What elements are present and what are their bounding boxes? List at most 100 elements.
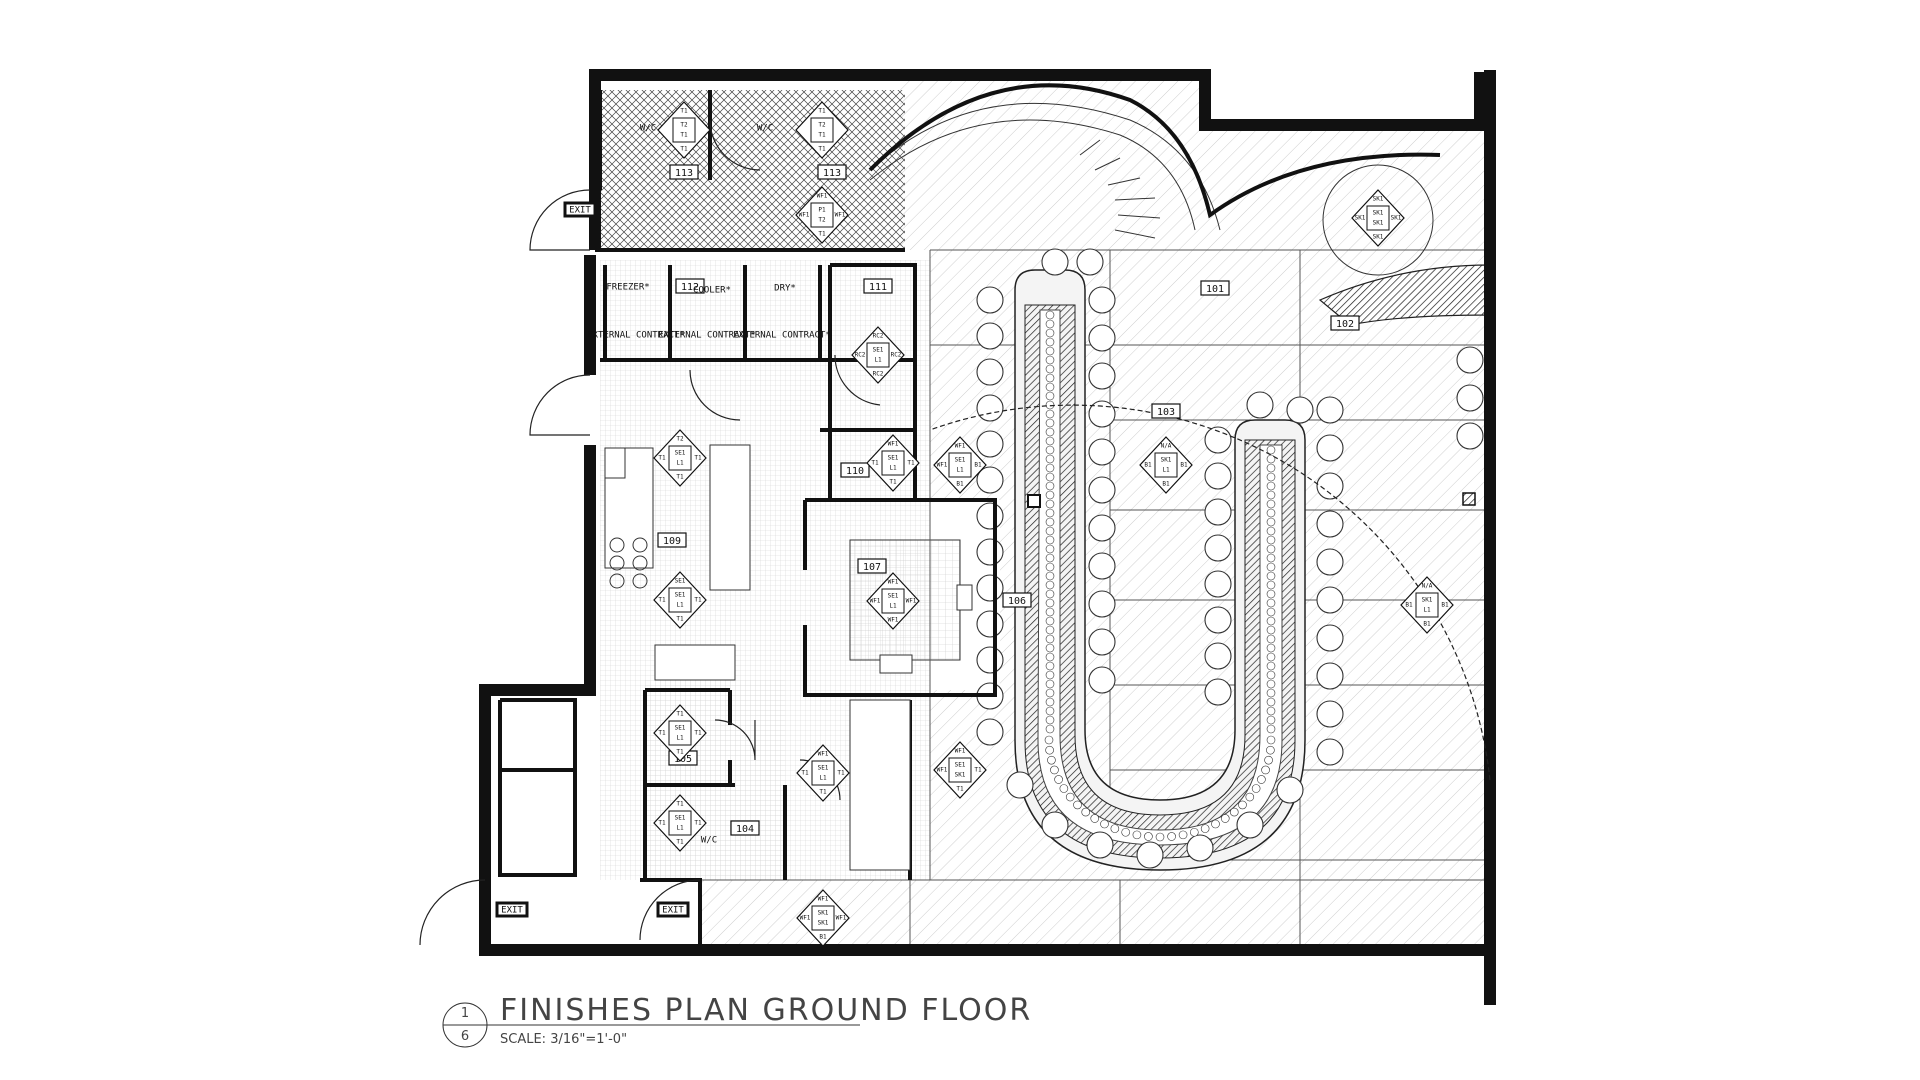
- finish-code: T1: [871, 460, 879, 467]
- finish-code: SE1: [675, 450, 686, 457]
- wc-label-3: W/C: [701, 836, 717, 846]
- finish-code: B1: [956, 481, 964, 488]
- bar-stool: [976, 646, 1004, 674]
- finish-code: WF1: [800, 915, 811, 922]
- finish-code: SK1: [1161, 457, 1172, 464]
- room-tag-110: 110: [840, 462, 870, 478]
- bar-stool: [976, 718, 1004, 746]
- finish-code: L1: [676, 735, 684, 742]
- room-number: 105: [674, 754, 692, 765]
- finish-code: L1: [676, 460, 684, 467]
- bar-stool: [1316, 434, 1344, 462]
- bar-inlay-texture: [1044, 310, 1276, 842]
- bar-stool: [1316, 472, 1344, 500]
- bar-stool: [1041, 248, 1069, 276]
- finish-code: L1: [874, 357, 882, 364]
- finish-code: T1: [818, 231, 826, 238]
- finish-code: RC2: [855, 352, 866, 359]
- finish-code: WF1: [937, 767, 948, 774]
- room-number: 109: [663, 536, 681, 547]
- bar-stool: [1088, 666, 1116, 694]
- kitchen-equipment: [604, 444, 1476, 871]
- room-number: 111: [869, 282, 887, 293]
- finish-code: B1: [1441, 602, 1449, 609]
- room-number: 103: [1157, 407, 1175, 418]
- finish-code: SK1: [1373, 196, 1384, 203]
- room-number: 113: [675, 168, 693, 179]
- freezer-label: FREEZER*: [606, 283, 649, 293]
- finish-code: T1: [676, 616, 684, 623]
- finish-code: B1: [1180, 462, 1188, 469]
- finish-code: B1: [974, 462, 982, 469]
- finish-code: T1: [680, 132, 688, 139]
- bar-stool: [976, 322, 1004, 350]
- bar-stool: [976, 610, 1004, 638]
- finish-code: SK1: [1373, 210, 1384, 217]
- finish-code: SK1: [818, 920, 829, 927]
- room-tag-107: 107: [857, 558, 887, 574]
- room-number: 113: [823, 168, 841, 179]
- finish-code: L1: [889, 465, 897, 472]
- finish-code: N/A: [1161, 443, 1172, 450]
- bar-stool: [1286, 396, 1314, 424]
- finish-code: SE1: [675, 578, 686, 585]
- finish-code: WF1: [888, 441, 899, 448]
- finish-code: L1: [676, 825, 684, 832]
- bar-stool: [1186, 834, 1214, 862]
- finish-code: L1: [819, 775, 827, 782]
- bar-stool: [1041, 811, 1069, 839]
- finish-code: T1: [680, 146, 688, 153]
- finish-code: B1: [1405, 602, 1413, 609]
- finish-code: WF1: [955, 443, 966, 450]
- exit-label-3: EXIT: [662, 906, 684, 916]
- external-contract-label-1: EXTERNAL CONTRACT*: [587, 331, 685, 341]
- finish-code: SE1: [675, 592, 686, 599]
- finish-code: T1: [974, 767, 982, 774]
- external-contract-label-3: EXTERNAL CONTRACT*: [733, 331, 831, 341]
- room-tag-103: 103: [1151, 403, 1181, 419]
- finish-code: RC2: [891, 352, 902, 359]
- room-number: 110: [846, 466, 864, 477]
- bar-stool: [1316, 662, 1344, 690]
- bar-stool: [1316, 510, 1344, 538]
- bar-stool: [1316, 624, 1344, 652]
- bar-stool: [976, 466, 1004, 494]
- finish-code: SE1: [955, 457, 966, 464]
- finish-code: SK1: [1391, 215, 1402, 222]
- finish-code: SK1: [1422, 597, 1433, 604]
- bar-stool: [1204, 642, 1232, 670]
- finish-code: B1: [819, 934, 827, 941]
- finish-code: WF1: [818, 896, 829, 903]
- finish-code: T1: [801, 770, 809, 777]
- room-tag-102: 102: [1330, 315, 1360, 331]
- finish-code: T1: [676, 474, 684, 481]
- bar-stool: [1088, 400, 1116, 428]
- wc-label-1: W/C: [640, 124, 656, 134]
- bar-stool: [1316, 548, 1344, 576]
- room-tag-113: 113: [817, 164, 847, 180]
- room-number: 112: [681, 282, 699, 293]
- bar-stool: [1204, 498, 1232, 526]
- bar-stool: [976, 286, 1004, 314]
- finish-code: SE1: [888, 455, 899, 462]
- finish-code: L1: [889, 603, 897, 610]
- bar-stool: [1136, 841, 1164, 869]
- bar-stool: [1316, 586, 1344, 614]
- finish-code: SE1: [675, 815, 686, 822]
- title-block: 1 6 FINISHES PLAN GROUND FLOOR SCALE: 3/…: [442, 993, 1030, 1048]
- finish-code: WF1: [955, 748, 966, 755]
- finish-code: T1: [658, 455, 666, 462]
- bar-stool: [1316, 396, 1344, 424]
- bar-stool: [1088, 286, 1116, 314]
- finish-code: L1: [956, 467, 964, 474]
- finish-code: WF1: [835, 212, 846, 219]
